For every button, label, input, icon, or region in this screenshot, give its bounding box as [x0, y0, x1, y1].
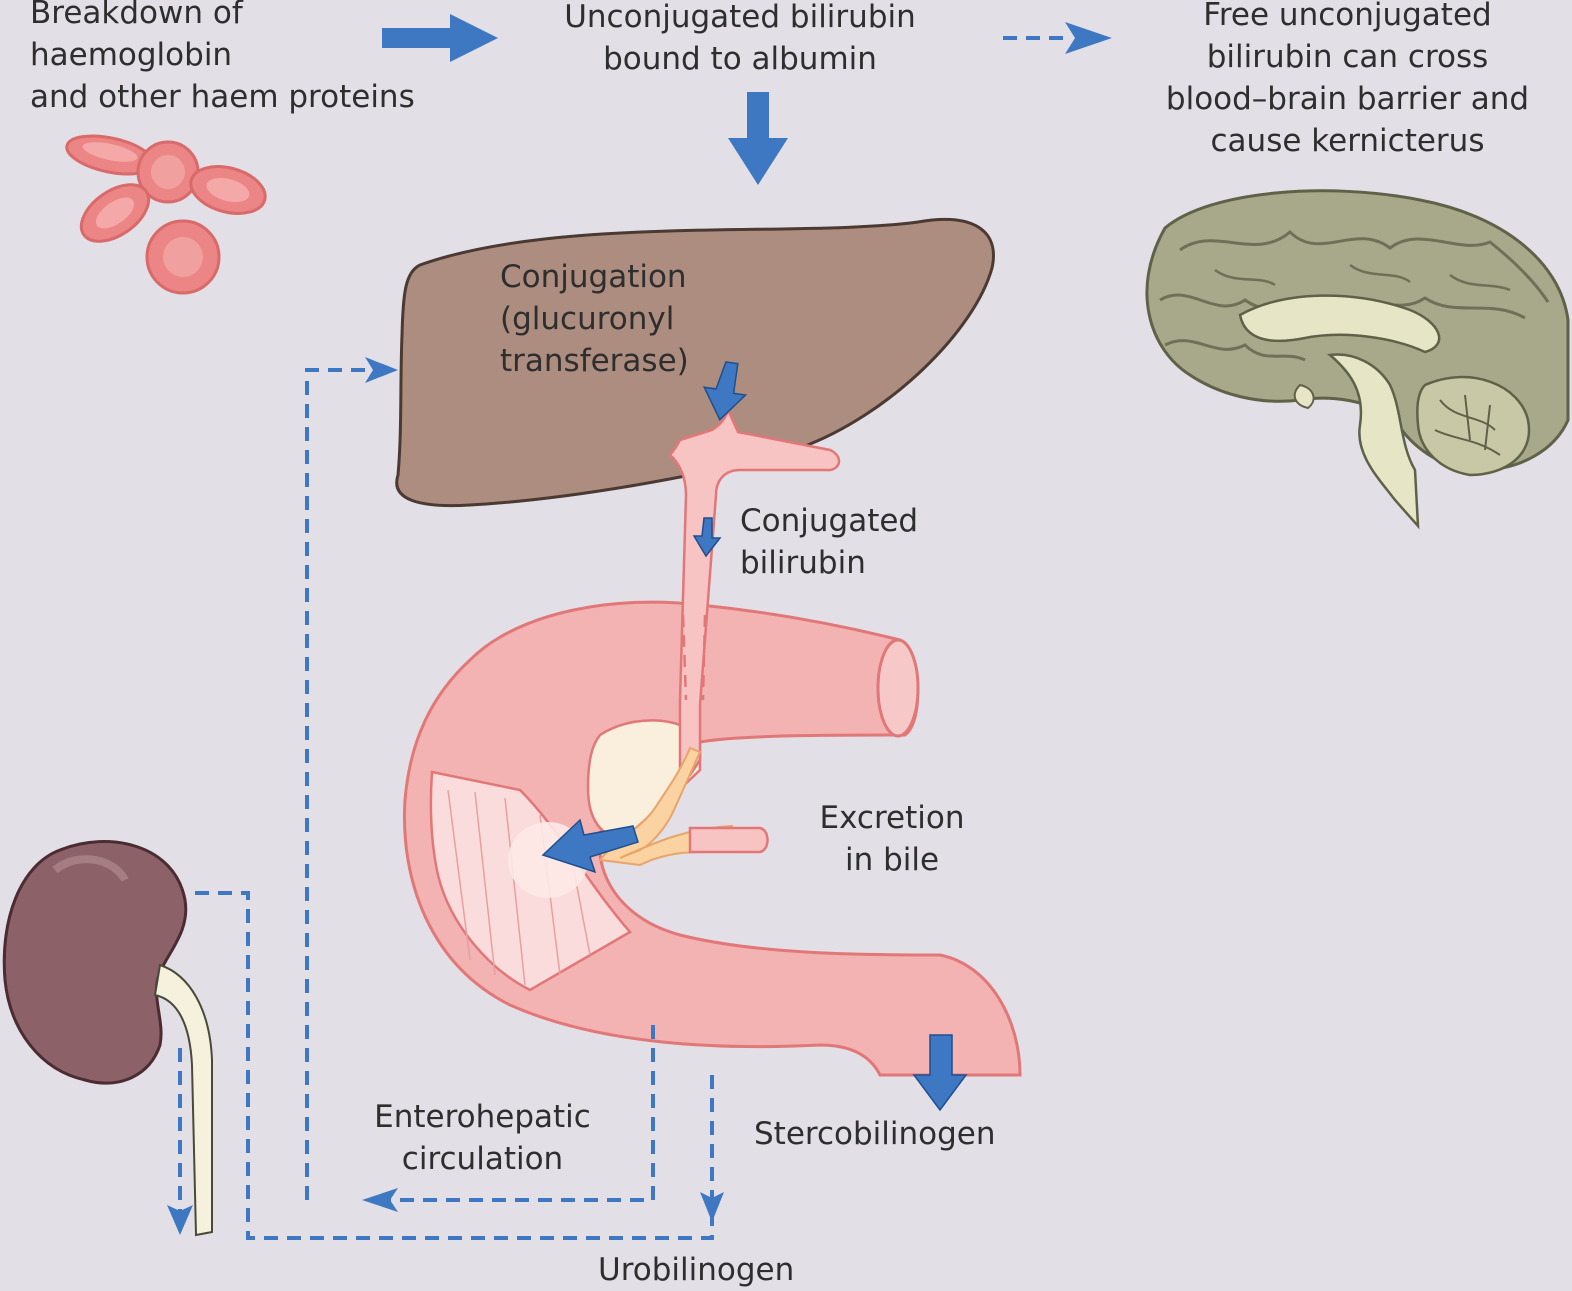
label-conjugation-line-1: Conjugation: [500, 259, 687, 295]
label-conjugation-line-3: transferase): [500, 343, 689, 379]
label-enterohepatic-line-1: Enterohepatic: [374, 1099, 591, 1135]
arrow-down-conjugation: [702, 361, 748, 421]
label-breakdown-line-1: Breakdown of: [30, 0, 243, 31]
label-enterohepatic-line-2: circulation: [401, 1141, 564, 1177]
label-excretion-line-2: in bile: [844, 842, 940, 878]
label-urobilinogen: Urobilinogen: [598, 1252, 795, 1288]
label-enterohepatic: Enterohepatic circulation: [340, 1096, 625, 1180]
arrow-down-stercobilinogen: [912, 1034, 968, 1112]
arrow-down-duct: [692, 517, 722, 558]
arrow-excretion: [541, 818, 639, 874]
brain-icon: [1145, 189, 1570, 530]
label-unconjugated: Unconjugated bilirubin bound to albumin: [520, 0, 960, 80]
arrow-right-dashed: [1003, 22, 1112, 54]
label-breakdown-line-2: haemoglobin: [30, 37, 233, 73]
label-excretion: Excretion in bile: [792, 797, 992, 881]
label-conjugation-line-2: (glucuronyl: [500, 301, 675, 337]
dashed-arrowheads: [167, 357, 724, 1235]
kidney-icon: [2, 840, 213, 1237]
intestine-icon: [402, 600, 1022, 1077]
label-free-line-3: blood–brain barrier and: [1165, 81, 1530, 117]
arrow-right-solid: [382, 14, 498, 62]
arrow-down-solid: [728, 92, 788, 185]
label-conjugated-bilirubin: Conjugated bilirubin: [740, 500, 918, 584]
label-stercobilinogen: Stercobilinogen: [754, 1116, 996, 1152]
label-free-line-2: bilirubin can cross: [1206, 39, 1489, 75]
label-breakdown-line-3: and other haem proteins: [30, 79, 415, 115]
label-unconjugated-line-1: Unconjugated bilirubin: [564, 0, 916, 35]
red-blood-cells-icon: [65, 134, 267, 295]
label-free-unconjugated: Free unconjugated bilirubin can cross bl…: [1125, 0, 1570, 162]
label-conjugated-line-1: Conjugated: [740, 503, 919, 539]
label-conjugation: Conjugation (glucuronyl transferase): [500, 256, 689, 382]
label-excretion-line-1: Excretion: [819, 800, 965, 836]
dashed-circulation-paths: [178, 368, 714, 1240]
label-conjugated-line-2: bilirubin: [740, 545, 866, 581]
label-free-line-4: cause kernicterus: [1210, 123, 1485, 159]
label-unconjugated-line-2: bound to albumin: [603, 41, 877, 77]
label-free-line-1: Free unconjugated: [1203, 0, 1492, 33]
label-breakdown: Breakdown of haemoglobin and other haem …: [30, 0, 415, 118]
